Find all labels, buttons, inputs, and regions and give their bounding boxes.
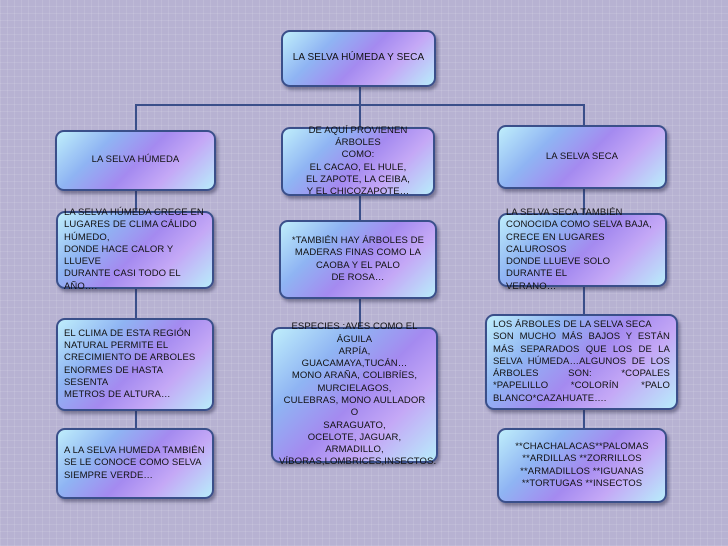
humeda-header: LA SELVA HÚMEDA	[91, 154, 180, 166]
humeda-node-3: A LA SELVA HUMEDA TAMBIÉN SE LE CONOCE C…	[56, 428, 214, 499]
humeda-header-node: LA SELVA HÚMEDA	[55, 130, 216, 191]
seca-text-3: **CHACHALACAS**PALOMAS **ARDILLAS **ZORR…	[515, 440, 649, 489]
seca-node-1: LA SELVA SECA TAMBIÉN CONOCIDA COMO SELV…	[498, 207, 667, 292]
seca-text-2: LOS ÁRBOLES DE LA SELVA SECA SON MUCHO M…	[493, 318, 670, 404]
humeda-text-3: A LA SELVA HUMEDA TAMBIÉN SE LE CONOCE C…	[64, 445, 205, 481]
centro-node-1: DE AQUÍ PROVIENEN ÁRBOLES COMO: EL CACAO…	[281, 124, 435, 198]
seca-header-node: LA SELVA SECA	[497, 125, 667, 189]
seca-header: LA SELVA SECA	[545, 150, 619, 162]
centro-text-2: *TAMBIÉN HAY ÁRBOLES DE MADERAS FINAS CO…	[291, 234, 425, 283]
root-title: LA SELVA HÚMEDA Y SECA	[292, 52, 425, 64]
humeda-text-1: LA SELVA HÚMEDA CRECE EN LUGARES DE CLIM…	[64, 206, 204, 292]
root-node: LA SELVA HÚMEDA Y SECA	[281, 30, 436, 87]
seca-node-3: **CHACHALACAS**PALOMAS **ARDILLAS **ZORR…	[497, 428, 667, 503]
seca-text-1: LA SELVA SECA TAMBIÉN CONOCIDA COMO SELV…	[506, 206, 652, 292]
centro-text-1: DE AQUÍ PROVIENEN ÁRBOLES COMO: EL CACAO…	[305, 124, 411, 198]
seca-node-2: LOS ÁRBOLES DE LA SELVA SECA SON MUCHO M…	[485, 314, 678, 410]
centro-text-3: ESPECIES :AVES COMO EL ÁGUILA ARPÍA, GUA…	[279, 321, 437, 468]
humeda-node-2: EL CLIMA DE ESTA REGIÓN NATURAL PERMITE …	[56, 318, 214, 411]
centro-node-2: *TAMBIÉN HAY ÁRBOLES DE MADERAS FINAS CO…	[279, 220, 437, 299]
humeda-node-1: LA SELVA HÚMEDA CRECE EN LUGARES DE CLIM…	[56, 207, 214, 292]
humeda-text-2: EL CLIMA DE ESTA REGIÓN NATURAL PERMITE …	[64, 327, 196, 401]
centro-node-3: ESPECIES :AVES COMO EL ÁGUILA ARPÍA, GUA…	[271, 321, 438, 467]
